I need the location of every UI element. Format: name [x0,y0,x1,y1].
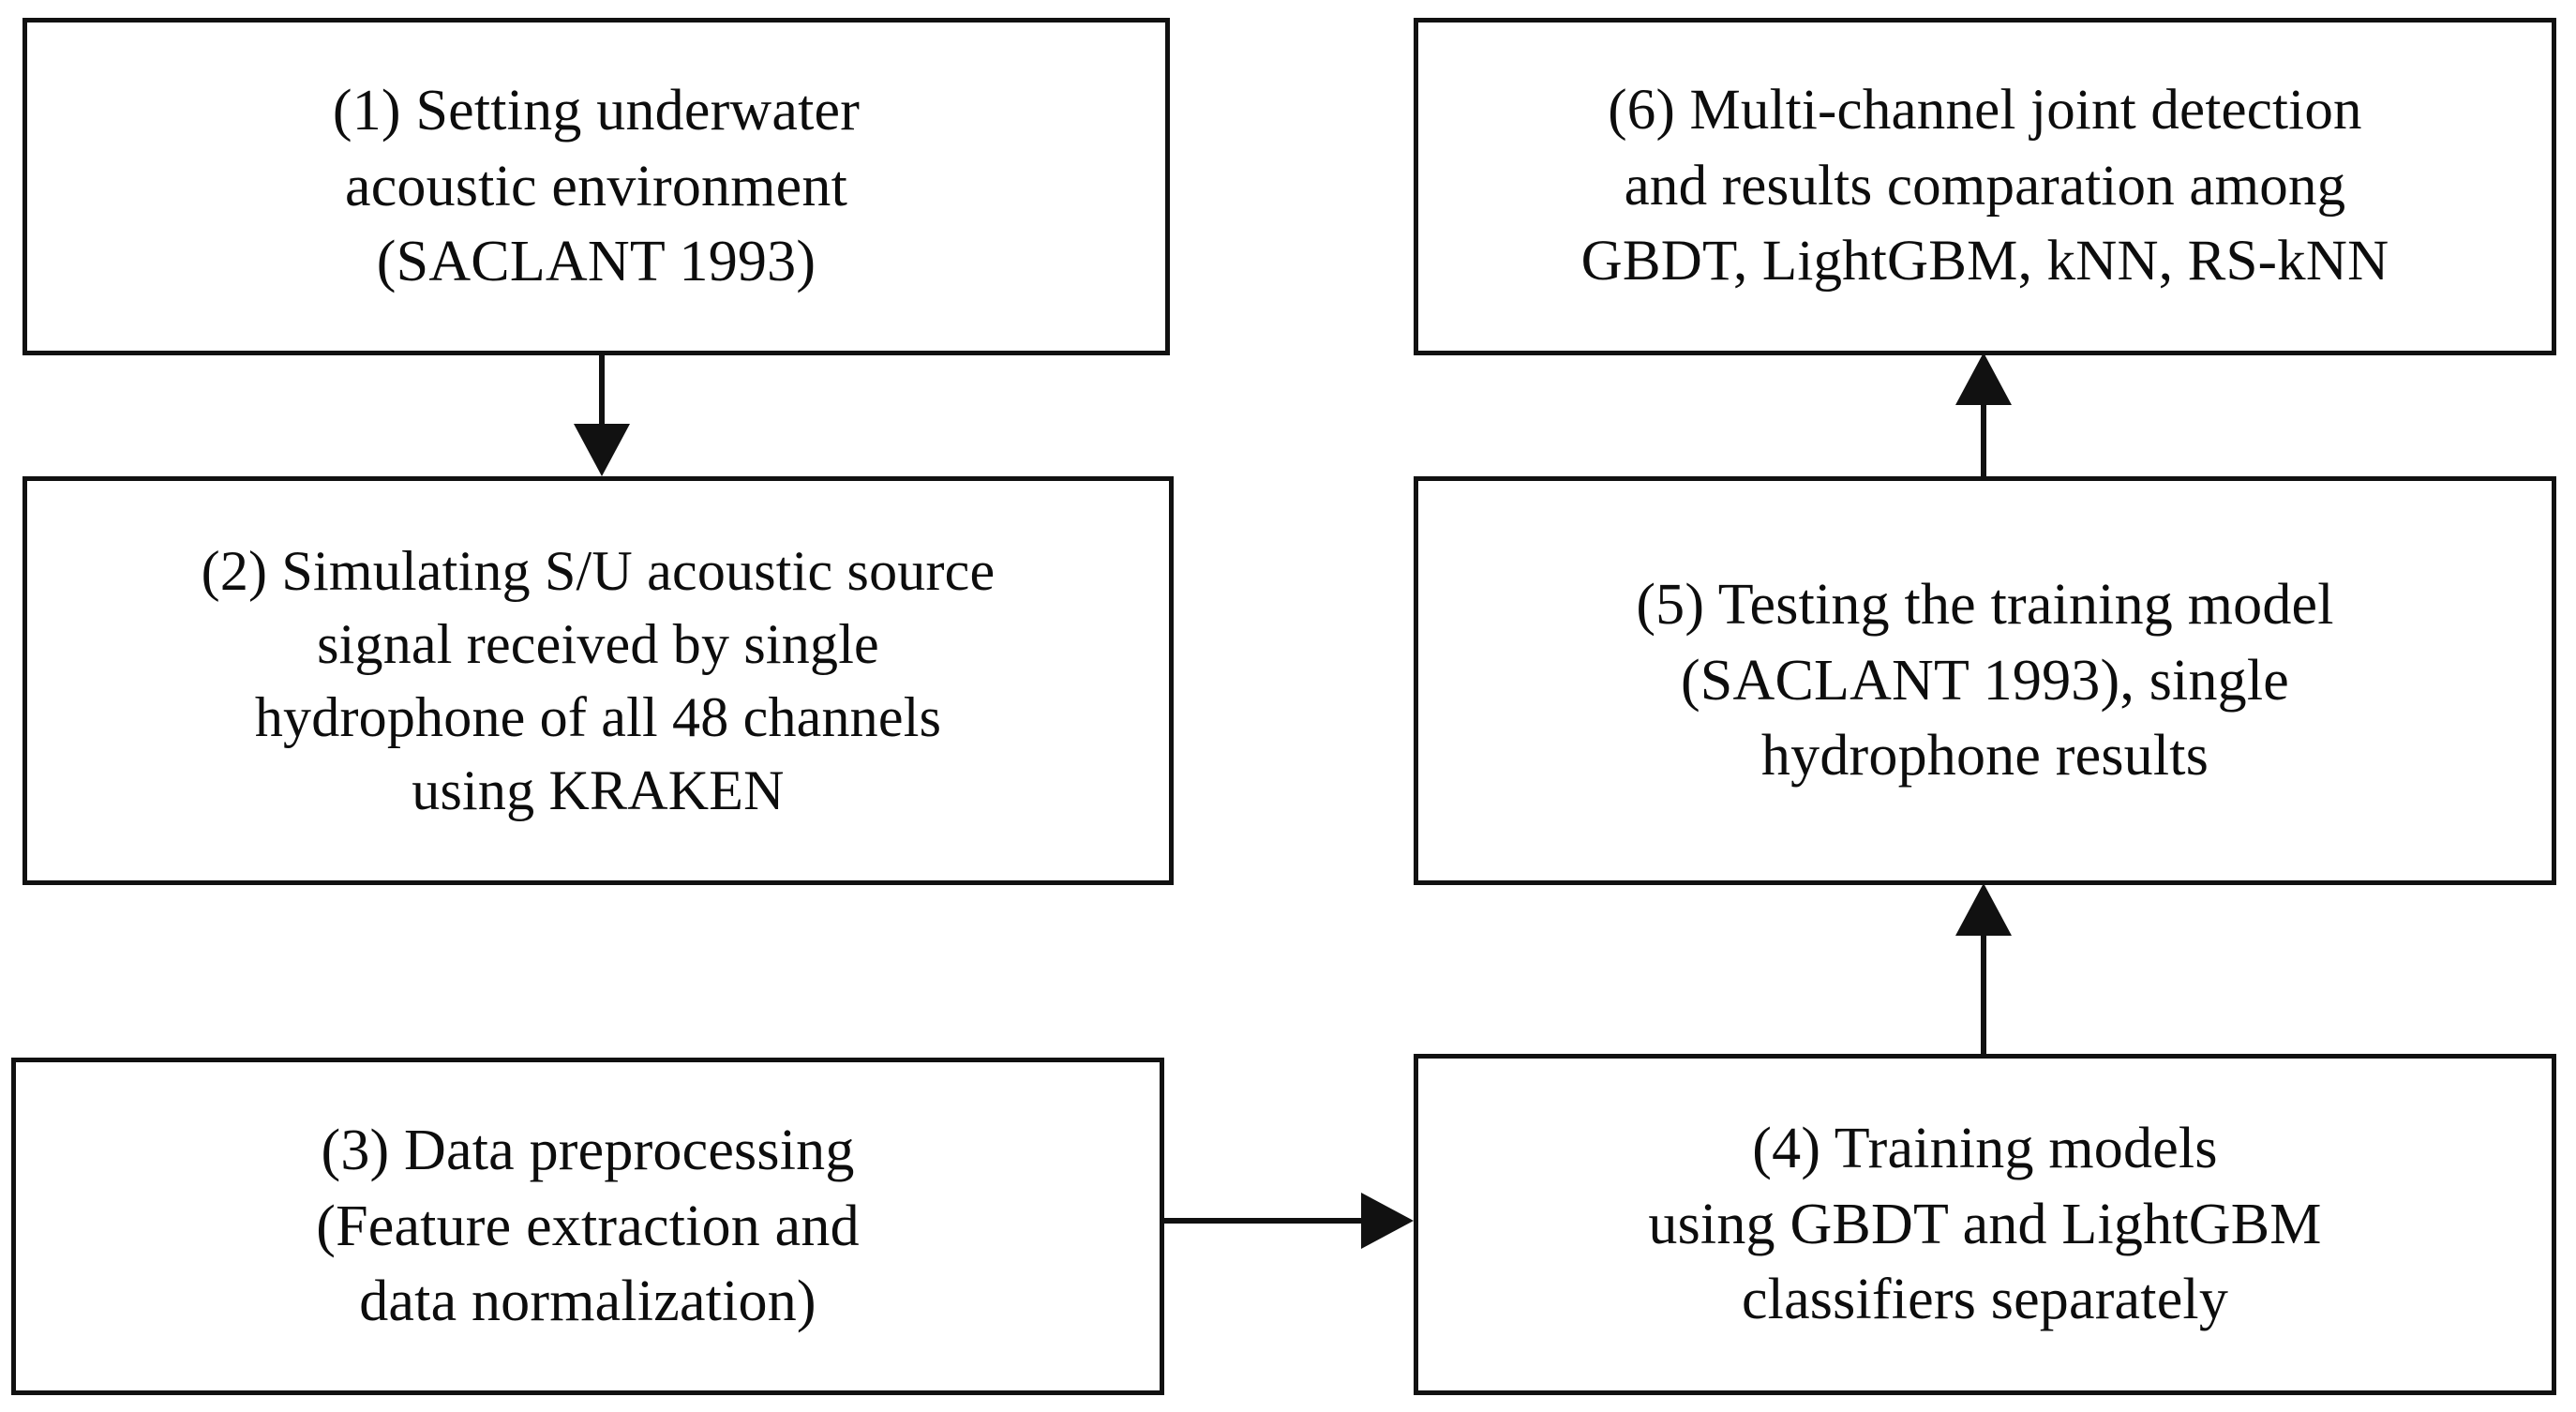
flowchart-node-2-label: (2) Simulating S/U acoustic source signa… [201,540,996,821]
flowchart-node-6[interactable]: (6) Multi-channel joint detection and re… [1414,18,2556,355]
arrow-shaft [1981,917,1986,1058]
flowchart-node-3-label: (3) Data preprocessing (Feature extracti… [316,1119,860,1334]
flowchart-arrow-4-to-5 [1954,883,2014,1058]
arrow-shaft [1981,386,1986,478]
flowchart-node-5-label: (5) Testing the training model (SACLANT … [1636,573,2334,789]
flowchart-node-6-label: (6) Multi-channel joint detection and re… [1580,79,2389,293]
flowchart-node-4-label: (4) Training models using GBDT and Light… [1648,1117,2322,1332]
arrow-shaft [1162,1218,1370,1224]
arrow-up-icon [1955,353,2012,405]
flowchart-node-1[interactable]: (1) Setting underwater acoustic environm… [22,18,1170,355]
flowchart-node-1-label: (1) Setting underwater acoustic environm… [332,79,861,294]
arrow-up-icon [1955,883,2012,936]
arrow-shaft [599,354,605,444]
arrow-right-icon [1361,1193,1414,1249]
flowchart-node-3[interactable]: (3) Data preprocessing (Feature extracti… [11,1058,1164,1395]
flowchart-node-4[interactable]: (4) Training models using GBDT and Light… [1414,1054,2556,1395]
flowchart-node-2[interactable]: (2) Simulating S/U acoustic source signa… [22,476,1174,885]
flowchart-arrow-5-to-6 [1954,353,2014,478]
flowchart-arrow-3-to-4 [1162,1191,1417,1251]
arrow-down-icon [574,424,630,476]
flowchart-node-5[interactable]: (5) Testing the training model (SACLANT … [1414,476,2556,885]
flowchart-arrow-1-to-2 [572,354,632,478]
